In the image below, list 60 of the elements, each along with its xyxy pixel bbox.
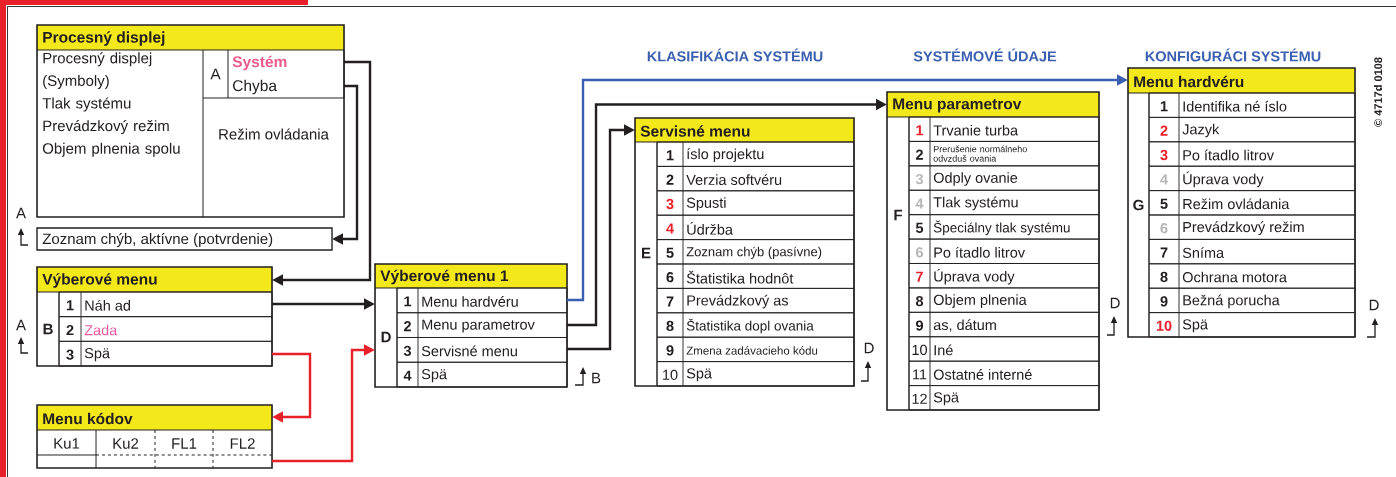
menu-row: 3 Spusti — [656, 190, 855, 216]
menu-row: 12 Spä — [908, 385, 1100, 411]
reference-letter: A — [16, 319, 26, 331]
menu-row: 3 Servisné menu — [396, 337, 568, 363]
menu-item: Chyba — [227, 73, 345, 99]
text-cell: Režim ovládania — [219, 128, 329, 140]
menu-row: 2 Zada — [58, 316, 273, 342]
menu-row: 2 Jazyk — [1148, 116, 1356, 143]
copyright-note: © 4717d 0108 — [1373, 57, 1383, 127]
menu-row: 9 Bežná porucha — [1148, 287, 1356, 314]
table-cell: Ku2 — [113, 438, 139, 449]
menu-row: 7 Prevádzkový as — [656, 287, 855, 314]
menu-row: 8 Štatistika dopl ovania — [656, 312, 855, 338]
menu-row: 3 Odply ovanie — [908, 165, 1100, 191]
menu-row: 6 Štatistika hodnôt — [656, 263, 855, 289]
menu-row: 1 íslo projektu — [656, 141, 855, 167]
table-cell: FL2 — [230, 438, 255, 449]
reference-letter: D — [864, 342, 874, 354]
menu-row: 10 Spä — [656, 361, 855, 387]
menu-row: 8 Objem plnenia — [908, 287, 1100, 313]
menu-row: 11 Ostatné interné — [908, 360, 1100, 387]
menu-row: 2 Verzia softvéru — [656, 165, 855, 192]
section-heading: KONFIGURÁCI SYSTÉMU — [1145, 48, 1321, 62]
menu-row: 4 Údržba — [656, 214, 855, 241]
menu-row: 6 Po ítadlo litrov — [908, 238, 1100, 264]
menu-row: 9 Zmena zadávacieho kódu — [656, 336, 855, 363]
menu-row: 4 Spä — [396, 361, 568, 388]
menu-row: 1 Trvanie turba — [908, 116, 1100, 142]
reference-letter: D — [1110, 297, 1120, 309]
reference-letter: A — [16, 207, 26, 219]
menu-row: 5 Režim ovládania — [1148, 190, 1356, 216]
reference-letter: D — [1369, 299, 1379, 311]
menu-item: Systém — [227, 49, 345, 75]
section-heading: SYSTÉMOVÉ ÚDAJE — [913, 48, 1057, 62]
menu-row: 6 Prevádzkový režim — [1148, 214, 1356, 240]
menu-row: 8 Ochrana motora — [1148, 263, 1356, 289]
menu-row: 3 Spä — [58, 340, 273, 367]
menu-row: 7 Úprava vody — [908, 263, 1100, 289]
menu-row: 3 Po ítadlo litrov — [1148, 141, 1356, 167]
menu-row: 2 Menu parametrov — [396, 312, 568, 338]
table-cell: Ku1 — [54, 438, 80, 449]
menu-row: 5 Zoznam chýb (pasívne) — [656, 239, 855, 265]
text-cell: Procesný displej (Symboly) Tlak systému Prevádzkový režim Objem plnenia spolu — [42, 52, 180, 157]
menu-row: 4 Úprava vody — [1148, 165, 1356, 192]
arrow — [272, 352, 312, 423]
section-heading: KLASIFIKÁCIA SYSTÉMU — [647, 48, 823, 62]
column-letter: A — [210, 68, 221, 80]
menu-row: 1 Identifika né íslo — [1148, 92, 1356, 118]
table-cell: FL1 — [172, 438, 197, 449]
menu-row: 1 Náh ad — [58, 291, 273, 318]
reference-letter: B — [592, 372, 601, 384]
menu-row: 2 Prerušenie normálneho odvzduš ovania — [908, 140, 1100, 167]
status-box: Zoznam chýb, aktívne (potvrdenie) — [36, 227, 333, 251]
menu-row: 10 Iné — [908, 336, 1100, 362]
menu-row: 9 as, dátum — [908, 311, 1100, 338]
menu-row: 10 Spä — [1148, 312, 1356, 338]
menu-row: 7 Sníma — [1148, 238, 1356, 265]
menu-row: 1 Menu hardvéru — [396, 287, 568, 314]
menu-row: 4 Tlak systému — [908, 189, 1100, 216]
menu-row: 5 Špeciálny tlak systému — [908, 214, 1100, 240]
